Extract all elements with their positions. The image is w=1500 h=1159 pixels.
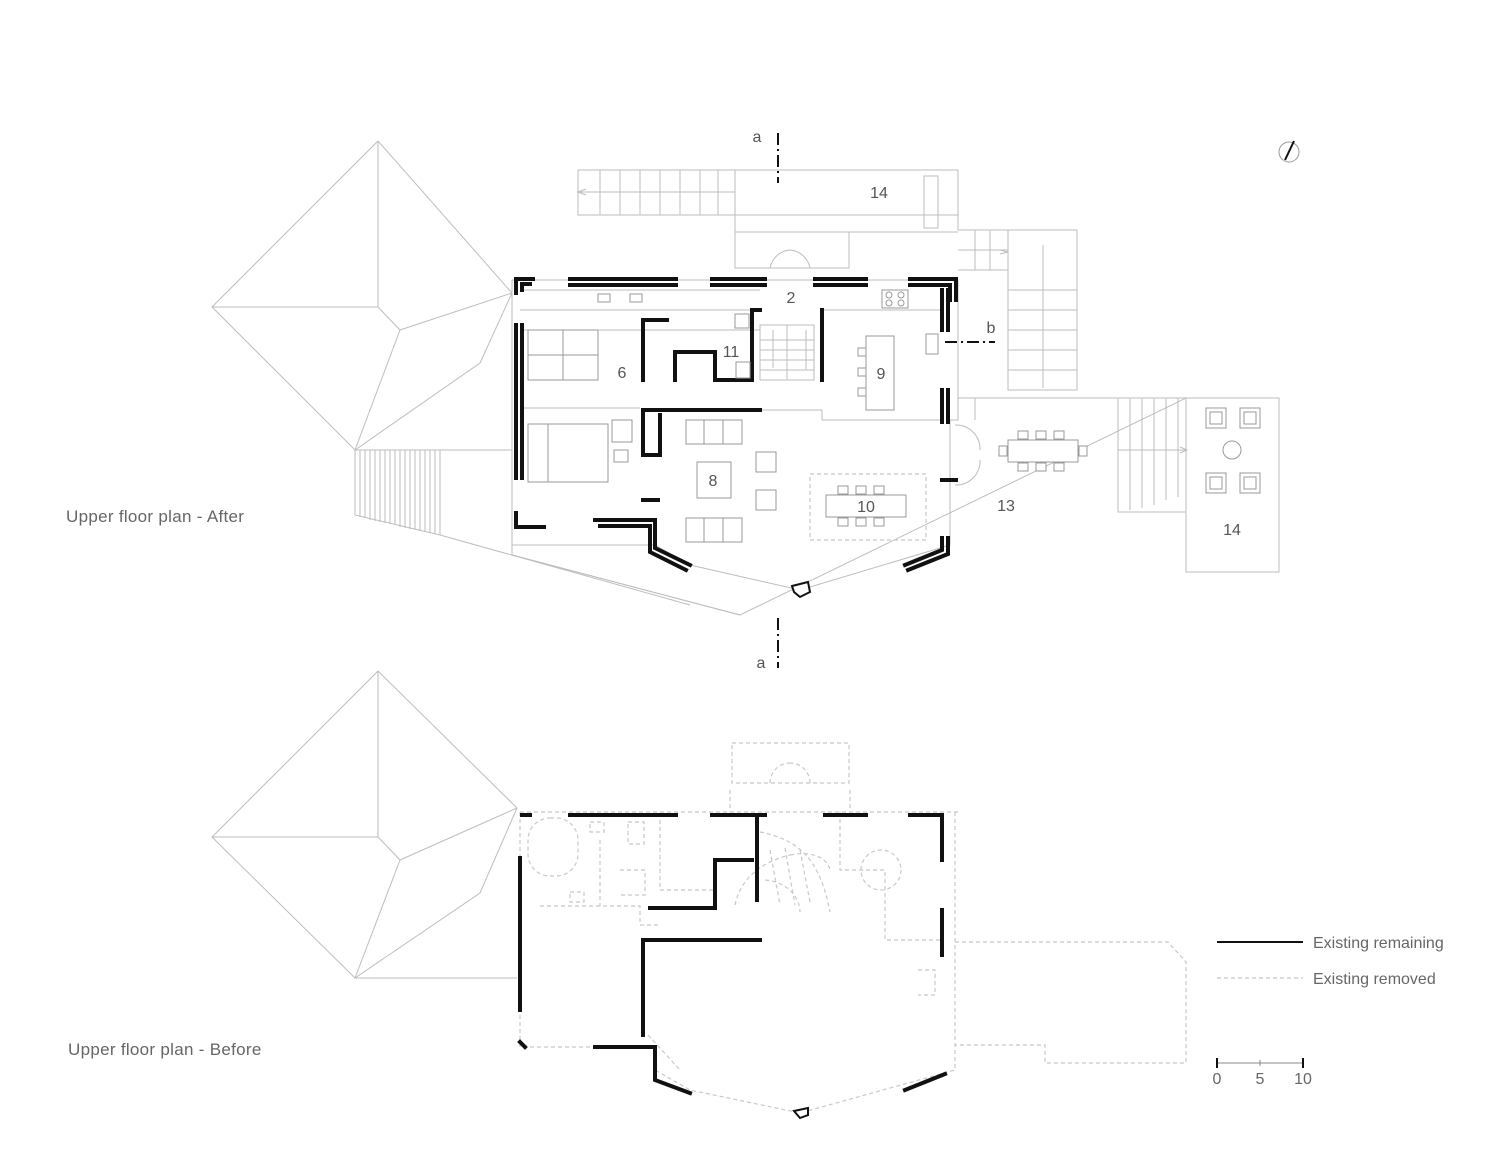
legend-remaining-label: Existing remaining xyxy=(1313,935,1444,952)
room-14-right-label: 14 xyxy=(1223,522,1241,539)
planter xyxy=(923,175,939,229)
room-13-label: 13 xyxy=(997,498,1015,515)
scale-tick-5: 5 xyxy=(1256,1071,1265,1088)
walls-after xyxy=(514,277,958,599)
section-a-label-top: a xyxy=(753,129,762,146)
scale-bar: 0 5 10 xyxy=(1213,1058,1312,1088)
section-a-label-bottom: a xyxy=(757,655,766,672)
room-11-label: 11 xyxy=(723,344,740,361)
section-b-marker: b xyxy=(945,320,996,343)
external-stair-right xyxy=(957,170,1078,391)
removed-elements xyxy=(519,742,1187,1114)
terrace-furniture-after xyxy=(998,397,1261,513)
room-2-label: 2 xyxy=(787,290,796,307)
room-10-label: 10 xyxy=(857,499,875,516)
scale-tick-10: 10 xyxy=(1294,1071,1312,1088)
legend: Existing remaining Existing removed xyxy=(1217,935,1444,988)
furniture-after xyxy=(527,289,981,543)
before-plan-title: Upper floor plan - Before xyxy=(68,1040,262,1059)
section-a-marker-bottom: a xyxy=(757,618,779,672)
neighbour-roof-after xyxy=(211,140,741,616)
room-9-label: 9 xyxy=(877,366,886,383)
neighbour-roof-before xyxy=(211,670,518,979)
legend-removed-label: Existing removed xyxy=(1313,971,1436,988)
after-plan-title: Upper floor plan - After xyxy=(66,507,244,526)
room-6-label: 6 xyxy=(618,365,627,382)
scale-tick-0: 0 xyxy=(1213,1071,1222,1088)
after-plan: a a b 2 6 11 9 8 10 13 14 14 xyxy=(211,129,1280,672)
section-a-marker-top: a xyxy=(753,129,779,183)
legend-existing-removed: Existing removed xyxy=(1217,971,1436,988)
before-plan xyxy=(211,670,1187,1120)
legend-existing-remaining: Existing remaining xyxy=(1217,935,1444,952)
north-arrow-icon xyxy=(1278,140,1300,163)
walls-before xyxy=(517,813,948,1120)
room-8-label: 8 xyxy=(709,473,718,490)
hatched-deck xyxy=(354,449,441,536)
section-b-label: b xyxy=(987,320,996,337)
room-14-top-label: 14 xyxy=(870,185,888,202)
